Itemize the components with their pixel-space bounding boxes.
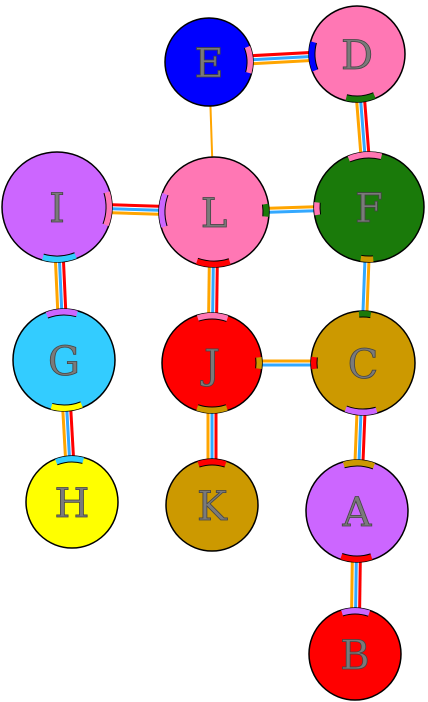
node-label-g: G — [48, 339, 80, 385]
node-label-c: C — [348, 342, 379, 388]
port-outline-d-f — [346, 92, 374, 97]
port-outline-i-g — [43, 252, 75, 257]
port-outline-k-j — [199, 464, 225, 468]
node-i: I — [1, 151, 113, 263]
node-a: A — [305, 459, 409, 563]
port-f-c — [360, 255, 374, 262]
node-label-k: K — [197, 484, 228, 530]
node-f: F — [313, 151, 425, 263]
node-label-e: E — [194, 41, 223, 87]
port-g-i — [45, 309, 78, 319]
node-k: K — [165, 458, 259, 552]
node-label-l: L — [201, 191, 228, 237]
port-outline-e-d — [243, 47, 248, 73]
port-l-j — [196, 258, 231, 267]
node-h: H — [25, 455, 119, 549]
port-e-d — [244, 45, 253, 74]
port-i-g — [42, 252, 77, 262]
port-a-c — [342, 460, 375, 469]
port-outline-f-c — [361, 254, 374, 257]
port-f-d — [347, 152, 383, 162]
port-outline-f-d — [349, 157, 381, 163]
port-g-h — [50, 401, 83, 411]
port-d-f — [345, 92, 376, 102]
port-j-l — [196, 313, 229, 322]
port-h-g — [55, 456, 84, 465]
port-d-e — [309, 41, 318, 72]
node-label-h: H — [55, 481, 90, 527]
port-l-i — [159, 193, 169, 228]
port-outline-j-k — [198, 404, 226, 408]
node-j: J — [161, 312, 263, 414]
node-b: B — [308, 607, 402, 701]
node-e: E — [164, 17, 254, 107]
port-f-l — [314, 202, 321, 216]
port-outline-i-l — [102, 192, 107, 225]
port-l-f — [262, 203, 269, 217]
port-i-l — [102, 191, 112, 226]
port-outline-a-c — [344, 465, 374, 470]
port-j-k — [196, 404, 228, 413]
node-label-f: F — [355, 186, 383, 232]
port-outline-l-j — [197, 257, 229, 262]
port-a-b — [340, 553, 373, 562]
port-outline-f-l — [319, 202, 322, 215]
node-label-j: J — [200, 342, 220, 388]
port-outline-a-b — [342, 553, 371, 557]
nodes-layer: E D I L F G J C H K A B — [1, 5, 425, 701]
node-label-a: A — [342, 490, 373, 536]
node-g: G — [12, 308, 116, 412]
port-outline-d-e — [314, 42, 319, 70]
port-outline-b-a — [342, 613, 369, 617]
node-label-d: D — [341, 33, 373, 79]
port-c-a — [344, 406, 378, 415]
node-c: C — [310, 310, 416, 416]
port-b-a — [341, 608, 371, 617]
port-outline-g-i — [47, 314, 77, 319]
node-label-i: I — [49, 186, 65, 232]
node-d: D — [308, 5, 406, 103]
port-outline-l-f — [261, 204, 264, 217]
port-outline-c-f — [359, 316, 371, 319]
port-c-f — [358, 311, 372, 318]
port-outline-h-g — [57, 461, 83, 466]
node-label-b: B — [340, 633, 369, 679]
port-outline-c-a — [346, 405, 376, 410]
port-k-j — [197, 459, 227, 468]
port-outline-g-h — [52, 401, 81, 406]
port-outline-l-i — [164, 194, 169, 227]
node-l: L — [158, 156, 270, 268]
port-outline-j-l — [198, 318, 227, 322]
